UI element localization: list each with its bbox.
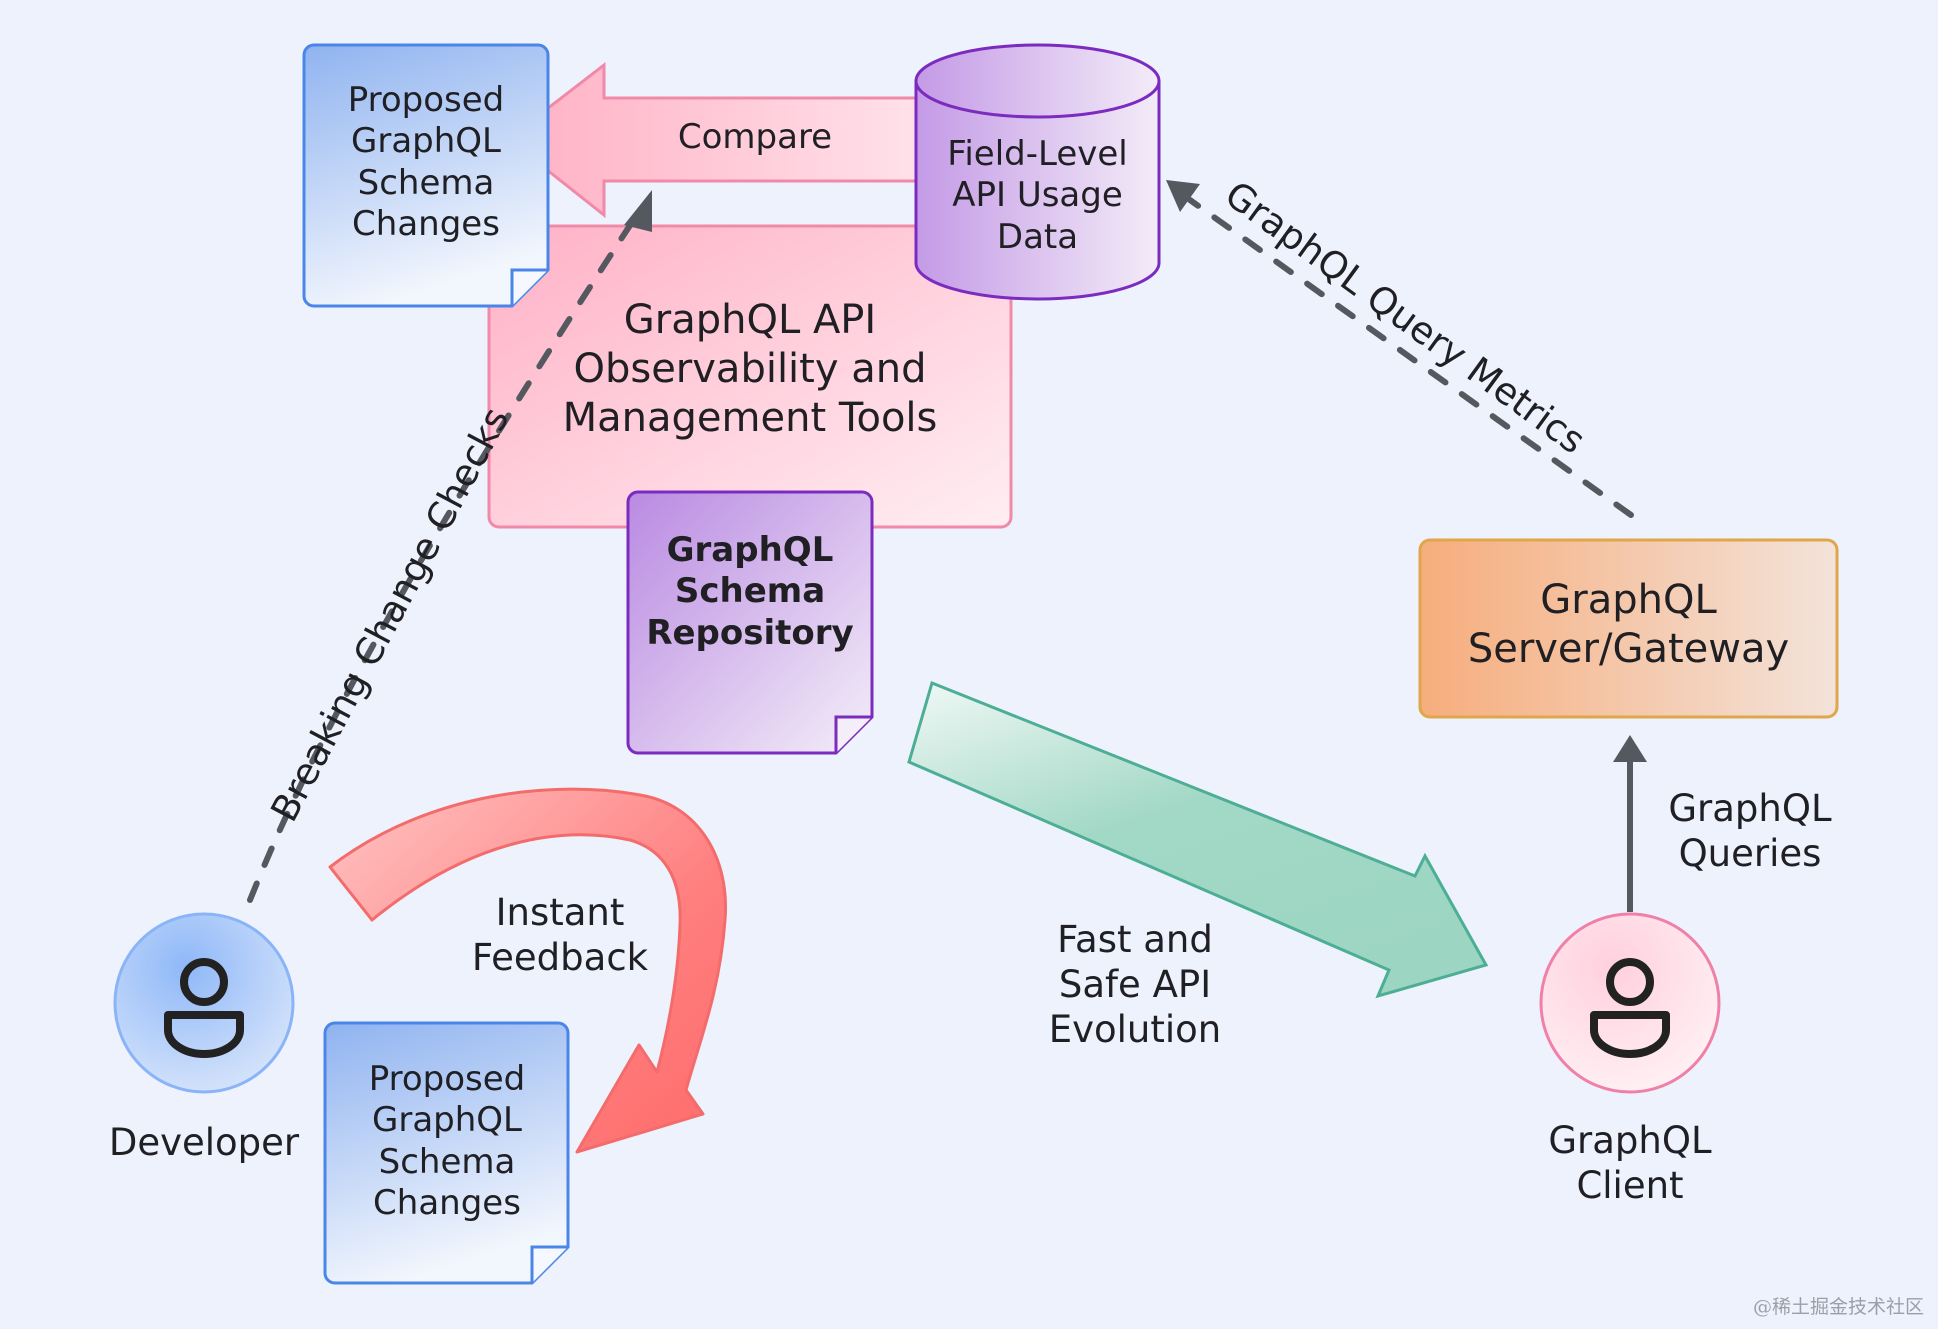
developer-actor[interactable]: [113, 912, 295, 1094]
feedback-arrow: [328, 787, 728, 1154]
queries-label: GraphQL Queries: [1668, 787, 1832, 876]
breaking-change-connector: [247, 207, 643, 903]
user-icon-body: [1590, 1011, 1670, 1058]
client-label: GraphQL Client: [1548, 1119, 1712, 1208]
server-gateway-box[interactable]: [1418, 538, 1839, 719]
compare-arrow: [505, 61, 962, 219]
query-metrics-arrowhead: [1166, 180, 1200, 212]
compare-label: Compare: [677, 117, 833, 157]
breaking-change-arrowhead: [624, 190, 652, 232]
schema-repository-doc[interactable]: [626, 490, 874, 755]
user-icon-body: [164, 1011, 244, 1058]
proposed-changes-bottom-label: Proposed GraphQL Schema Changes: [368, 1059, 526, 1224]
user-icon-head: [1606, 958, 1654, 1006]
schema-repository-label: GraphQL Schema Repository: [646, 530, 854, 653]
server-gateway-label: GraphQL Server/Gateway: [1467, 577, 1790, 672]
usage-data-cylinder[interactable]: [914, 43, 1161, 301]
evolution-arrow: [907, 680, 1489, 999]
observability-label: GraphQL API Observability and Management…: [562, 297, 938, 441]
usage-data-label: Field-Level API Usage Data: [947, 134, 1128, 257]
proposed-changes-top-label: Proposed GraphQL Schema Changes: [347, 80, 505, 245]
proposed-changes-doc-top[interactable]: [302, 43, 550, 308]
proposed-changes-doc-bottom[interactable]: [323, 1021, 570, 1285]
feedback-label: Instant Feedback: [471, 891, 649, 980]
user-icon-head: [180, 958, 228, 1006]
watermark: @稀土掘金技术社区: [1752, 1296, 1924, 1318]
queries-arrowhead: [1613, 735, 1647, 762]
developer-label: Developer: [108, 1121, 300, 1164]
query-metrics-connector: [1187, 197, 1634, 518]
evolution-label: Fast and Safe API Evolution: [1048, 918, 1222, 1052]
client-actor[interactable]: [1539, 912, 1721, 1094]
